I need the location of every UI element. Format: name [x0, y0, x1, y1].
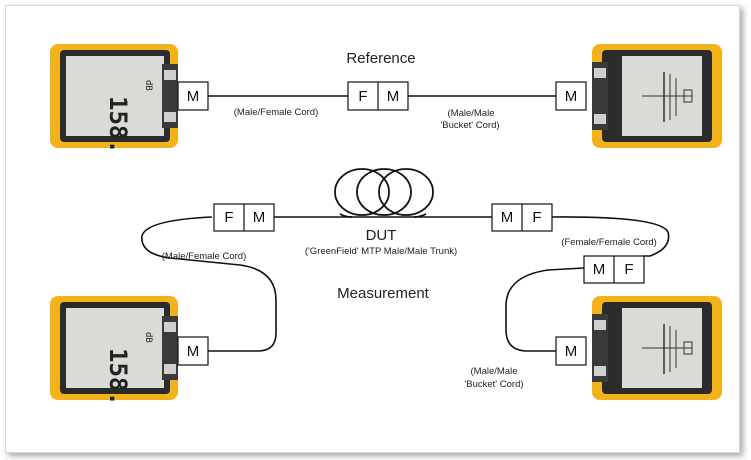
svg-text:M: M [501, 209, 514, 226]
svg-text:M: M [565, 343, 578, 360]
svg-text:M: M [387, 88, 400, 105]
meter-unit: dB [143, 80, 153, 91]
reference-mid-connector: F M [347, 81, 409, 111]
measurement-section: 158. dB [50, 168, 722, 406]
svg-text:F: F [224, 209, 233, 226]
svg-text:M: M [253, 209, 266, 226]
measurement-bucket-label-1: (Male/Male [471, 366, 518, 377]
measurement-cord-right-label: (Female/Female Cord) [561, 237, 657, 248]
reference-cord-right-label-2: 'Bucket' Cord) [440, 120, 499, 131]
meter-unit: dB [143, 332, 153, 343]
svg-text:M: M [565, 88, 578, 105]
svg-text:F: F [624, 261, 633, 278]
reference-left-connector: M [177, 81, 209, 111]
measurement-mf-lower-connector: M F [583, 255, 645, 284]
svg-text:F: F [358, 88, 367, 105]
measurement-bucket-label-2: 'Bucket' Cord) [464, 379, 523, 390]
reference-right-meter [592, 44, 722, 148]
measurement-left-meter: 158. dB [50, 296, 178, 406]
svg-text:M: M [187, 343, 200, 360]
svg-text:M: M [593, 261, 606, 278]
svg-text:F: F [532, 209, 541, 226]
svg-text:M: M [187, 88, 200, 105]
dut-coil-icon [334, 168, 434, 218]
reference-right-connector: M [555, 81, 587, 111]
measurement-left-connector: M [177, 336, 209, 366]
measurement-bucket-cable [505, 267, 585, 352]
bar-graph-icon [642, 324, 693, 374]
measurement-title: Measurement [337, 285, 430, 302]
reference-title: Reference [346, 50, 415, 67]
reference-cord-right-label-1: (Male/Male [448, 108, 495, 119]
bar-graph-icon [642, 72, 693, 122]
measurement-left-cable [141, 216, 277, 352]
measurement-fm-connector: F M [213, 203, 275, 232]
measurement-right-meter [592, 296, 722, 400]
meter-reading: 158. [104, 96, 132, 154]
reference-cord-left-label: (Male/Female Cord) [234, 107, 318, 118]
meter-reading: 158. [104, 348, 132, 406]
dut-subtitle: ('GreenField' MTP Male/Male Trunk) [305, 246, 457, 257]
measurement-cord-left-label: (Male/Female Cord) [162, 251, 246, 262]
measurement-right-connector: M [555, 336, 587, 366]
reference-left-meter: 158. dB [50, 44, 178, 154]
reference-section: 158. dB M F M M [50, 44, 722, 154]
measurement-mf-connector: M F [491, 203, 553, 232]
dut-title: DUT [366, 227, 397, 244]
